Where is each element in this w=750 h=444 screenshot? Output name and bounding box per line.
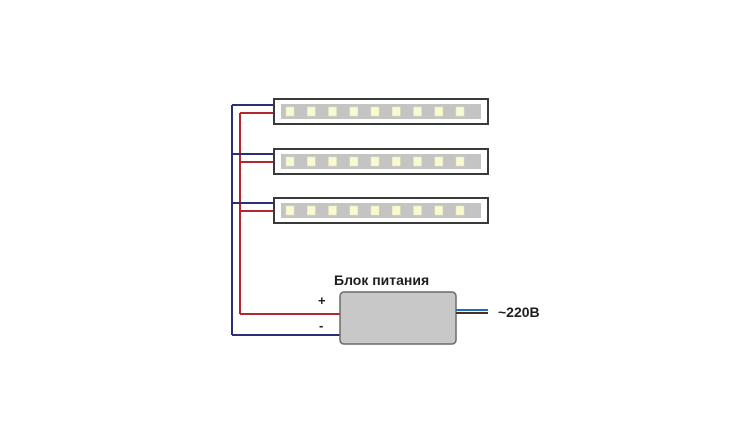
led-chip: [328, 205, 337, 216]
led-chip: [328, 156, 337, 167]
led-chip: [285, 156, 295, 167]
led-chip: [349, 106, 359, 117]
led-chip: [285, 205, 295, 216]
led-chip: [434, 205, 444, 216]
power-supply-label: Блок питания: [334, 272, 429, 288]
led-chip: [434, 156, 444, 167]
plus-terminal-label: +: [318, 293, 326, 308]
led-chip: [307, 106, 316, 117]
led-chip: [455, 156, 465, 167]
led-chip: [370, 106, 380, 117]
led-row: [285, 106, 465, 117]
led-chip: [413, 205, 422, 216]
led-chip: [434, 106, 444, 117]
led-chip: [413, 106, 422, 117]
led-chip: [413, 156, 422, 167]
led-chip: [370, 156, 380, 167]
led-strip-3: [232, 197, 489, 224]
led-row: [285, 205, 465, 216]
led-chip: [370, 205, 380, 216]
led-chip: [392, 205, 401, 216]
led-chip: [349, 205, 359, 216]
led-chip: [392, 156, 401, 167]
led-chip: [349, 156, 359, 167]
led-chip: [307, 205, 316, 216]
led-strip-1: [232, 98, 489, 125]
led-chip: [285, 106, 295, 117]
led-row: [285, 156, 465, 167]
led-chip: [392, 106, 401, 117]
mains-voltage-label: ~220В: [498, 304, 540, 320]
minus-terminal-label: -: [319, 318, 323, 333]
mains-cable: [456, 309, 488, 314]
led-strip-2: [232, 148, 489, 175]
led-chip: [307, 156, 316, 167]
led-chip: [455, 106, 465, 117]
led-chip: [328, 106, 337, 117]
led-chip: [455, 205, 465, 216]
power-supply: [339, 291, 457, 345]
